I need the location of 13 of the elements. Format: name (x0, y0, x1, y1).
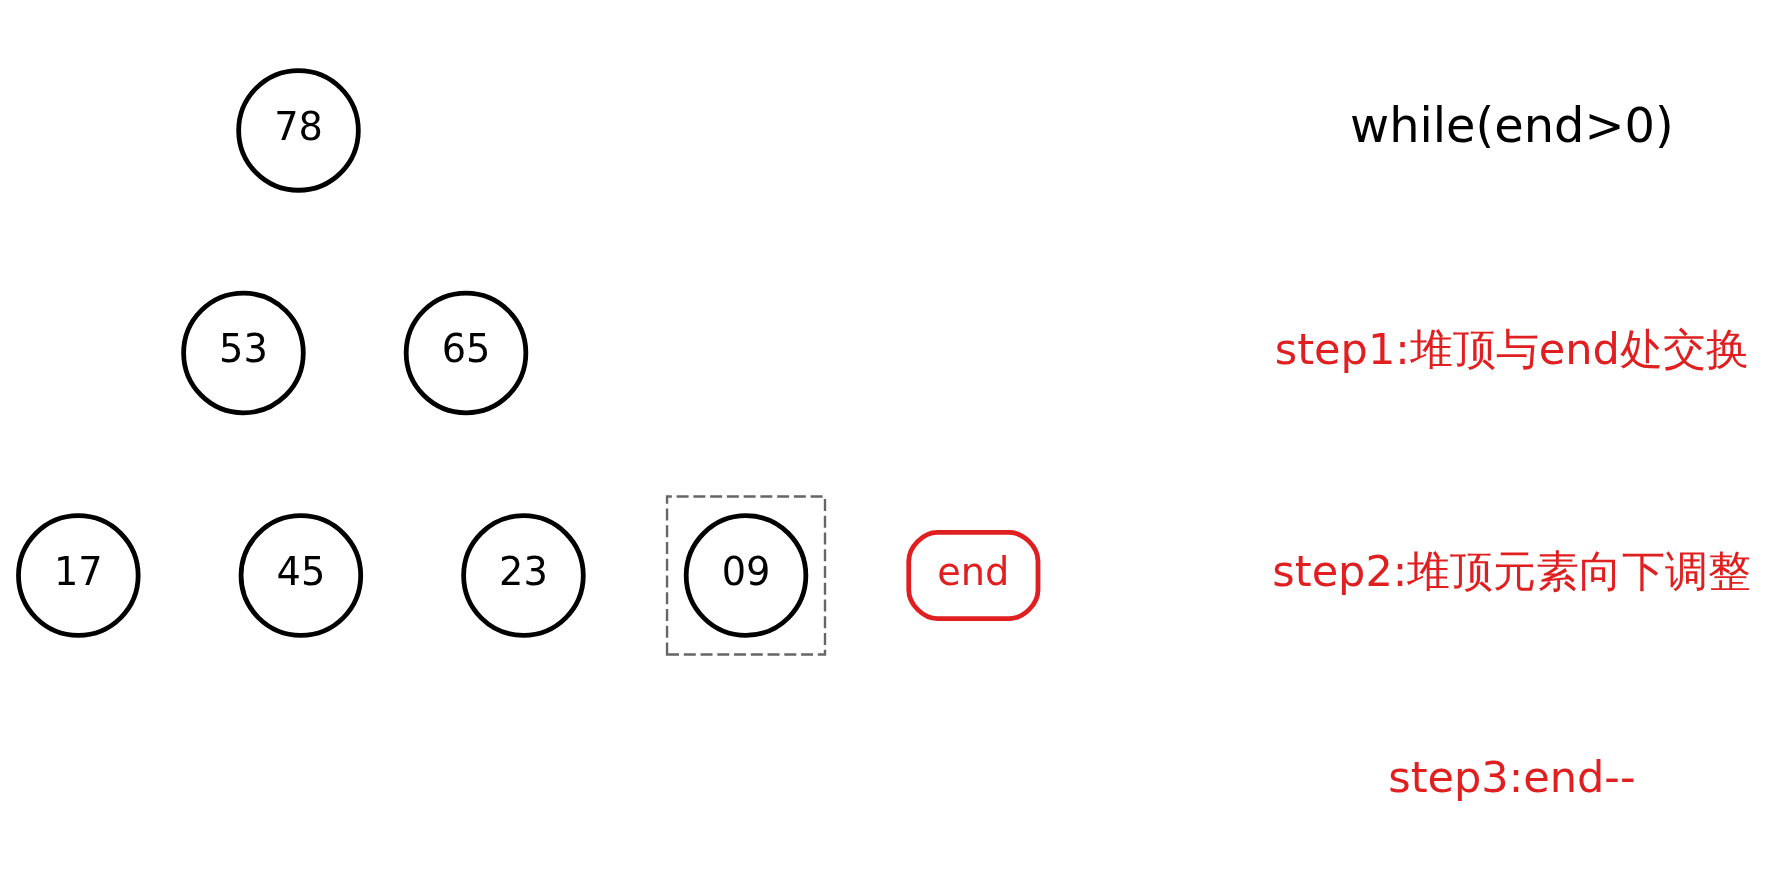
label: step3:end-- (1388, 751, 1636, 802)
node-box: end (906, 529, 1041, 621)
node-circle: 45 (238, 512, 364, 638)
node-circle: 53 (181, 290, 306, 415)
label: while(end>0) (1350, 97, 1674, 153)
node-circle: 23 (461, 512, 586, 638)
node-circle: 65 (403, 290, 529, 415)
node-circle: 78 (236, 67, 361, 193)
node-circle: 09 (683, 512, 809, 638)
label: step1:堆顶与end处交换 (1274, 323, 1749, 373)
label: step2:堆顶元素向下调整 (1272, 545, 1752, 596)
cluster (665, 494, 827, 656)
node-circle: 17 (16, 512, 141, 638)
